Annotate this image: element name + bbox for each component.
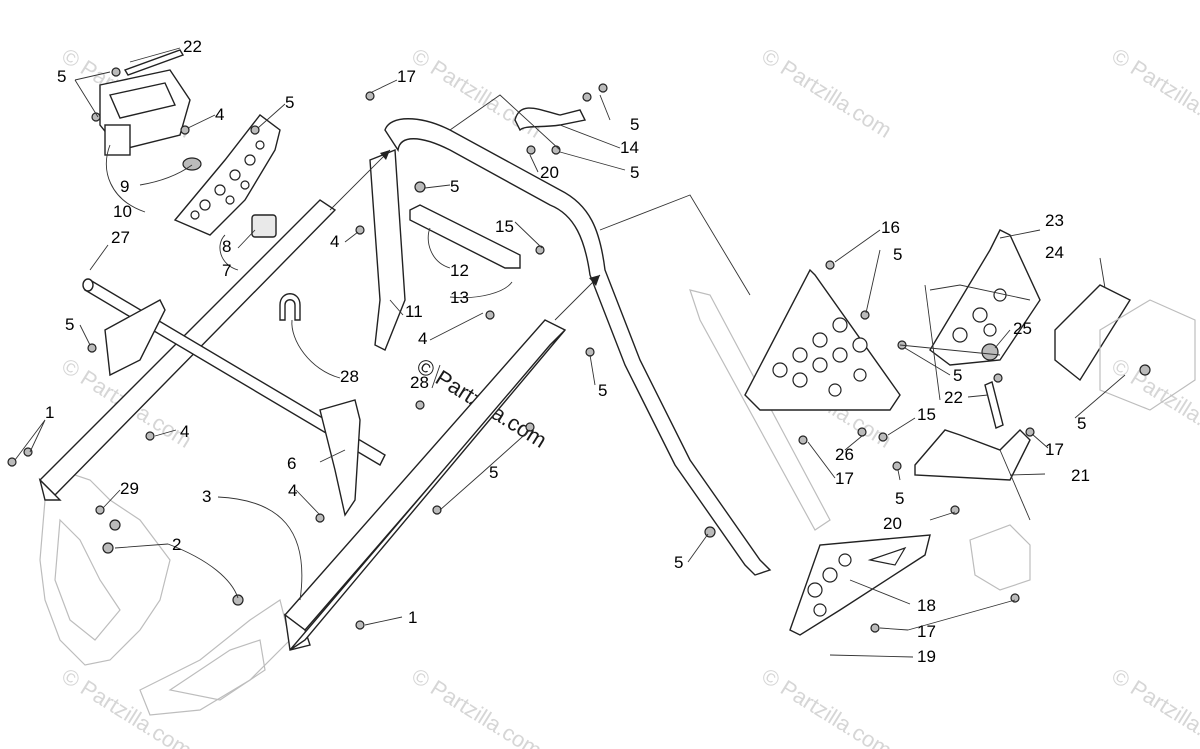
callout-5: 5: [285, 93, 294, 112]
callout-20: 20: [540, 163, 559, 182]
callout-5: 5: [953, 366, 962, 385]
callout-5: 5: [895, 489, 904, 508]
callout-1: 1: [408, 608, 417, 627]
fasteners: [7, 67, 1151, 633]
watermark-text: © Partzilla.com: [1107, 663, 1200, 749]
electrical-box: [99, 49, 191, 156]
callout-22: 22: [183, 37, 202, 56]
callout-4: 4: [418, 329, 427, 348]
watermark-text: © Partzilla.com: [757, 663, 896, 749]
callout-5: 5: [65, 315, 74, 334]
leader-lines: [14, 47, 1126, 658]
callout-27: 27: [111, 228, 130, 247]
bracket-6: [319, 399, 361, 517]
plate-18: [789, 534, 931, 636]
watermark-text: © Partzilla.com: [1107, 353, 1200, 453]
callout-9: 9: [120, 177, 129, 196]
callout-20: 20: [883, 514, 902, 533]
callout-5: 5: [598, 381, 607, 400]
callout-13: 13: [450, 288, 469, 307]
steering-frame-tube: [384, 118, 772, 576]
callout-16: 16: [881, 218, 900, 237]
callout-15: 15: [917, 405, 936, 424]
clamp-28: [279, 293, 301, 321]
ghost-channel: [689, 289, 831, 531]
callout-6: 6: [287, 454, 296, 473]
callout-14: 14: [620, 138, 639, 157]
callout-4: 4: [288, 481, 297, 500]
callout-5: 5: [893, 245, 902, 264]
callout-8: 8: [222, 237, 231, 256]
callout-23: 23: [1045, 211, 1064, 230]
callout-28: 28: [410, 373, 429, 392]
callout-4: 4: [330, 232, 339, 251]
bushing-25: [981, 343, 999, 361]
callout-18: 18: [917, 596, 936, 615]
callout-4: 4: [180, 422, 189, 441]
callout-26: 26: [835, 445, 854, 464]
callout-17: 17: [835, 469, 854, 488]
callout-10: 10: [113, 202, 132, 221]
callout-5: 5: [630, 115, 639, 134]
callout-5: 5: [489, 463, 498, 482]
callout-29: 29: [120, 479, 139, 498]
bracket-left: [104, 299, 166, 377]
assembly-arrows: [329, 149, 601, 321]
callout-21: 21: [1071, 466, 1090, 485]
callout-17: 17: [1045, 440, 1064, 459]
relay-8: [251, 214, 277, 238]
callout-17: 17: [917, 622, 936, 641]
callout-11: 11: [405, 302, 423, 321]
callout-24: 24: [1045, 243, 1064, 262]
crossbar-27: [82, 278, 386, 466]
plate-16: [744, 268, 901, 411]
callout-4: 4: [215, 105, 224, 124]
upright-bracket-11: [369, 148, 406, 351]
plate-23: [929, 229, 1041, 366]
callout-5: 5: [1077, 414, 1086, 433]
mounting-plate-7: [173, 114, 281, 236]
watermark-text: © Partzilla.com: [757, 43, 896, 143]
watermark-text: © Partzilla.com: [407, 663, 546, 749]
callout-5: 5: [57, 67, 66, 86]
callout-12: 12: [450, 261, 469, 280]
frame-rail-3: [283, 319, 567, 651]
module-24: [1054, 284, 1196, 411]
callout-28: 28: [340, 367, 359, 386]
callout-3: 3: [202, 487, 211, 506]
grommet-9: [182, 157, 202, 171]
watermark-text: © Partzilla.com: [57, 663, 196, 749]
callout-2: 2: [172, 535, 181, 554]
callout-19: 19: [917, 647, 936, 666]
bracket-21: [914, 429, 1031, 481]
spring-22: [984, 381, 1004, 429]
callout-22: 22: [944, 388, 963, 407]
bracket-14: [514, 107, 587, 132]
ghost-chassis-outline: [39, 469, 291, 716]
callout-25: 25: [1013, 319, 1032, 338]
callout-5: 5: [630, 163, 639, 182]
brace-12: [409, 204, 521, 269]
callout-7: 7: [222, 261, 231, 280]
callout-15: 15: [495, 217, 514, 236]
callout-17: 17: [397, 67, 416, 86]
callout-5: 5: [450, 177, 459, 196]
callout-1: 1: [45, 403, 54, 422]
callout-5: 5: [674, 553, 683, 572]
watermark-text: © Partzilla.com: [1107, 43, 1200, 143]
actuator-ghost: [969, 524, 1031, 591]
